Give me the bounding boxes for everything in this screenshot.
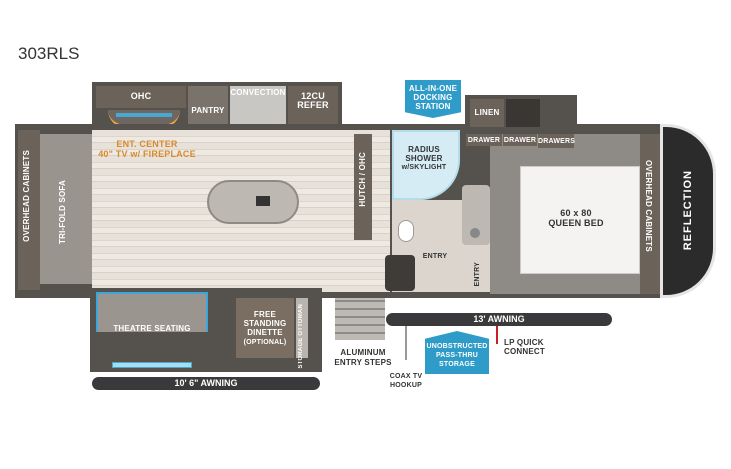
- docking-label-2: DOCKING: [413, 93, 453, 102]
- docking-label-1: ALL-IN-ONE: [408, 84, 458, 93]
- overhead-right-label: OVERHEAD CABINETS: [644, 160, 653, 252]
- drawer-2: [503, 134, 537, 146]
- shelves: [506, 99, 540, 127]
- drawers-label: DRAWERS: [538, 138, 576, 145]
- docking-label-3: STATION: [415, 102, 451, 111]
- drawer-2-label: DRAWER: [503, 137, 537, 144]
- rear-window: [112, 362, 192, 368]
- drawer-1: [466, 134, 502, 146]
- docking-station-callout: [405, 80, 461, 118]
- entry-door: [385, 255, 415, 291]
- dinette-label-4: (OPTIONAL): [243, 339, 287, 346]
- coax-line: [405, 326, 407, 360]
- pantry-label: PANTRY: [191, 106, 225, 115]
- pass-thru-storage-callout: [425, 331, 489, 374]
- storage-label-1: UNOBSTRUCTED: [426, 343, 488, 350]
- convection-range: [230, 86, 286, 128]
- dinette-table: [236, 298, 294, 358]
- bed-size-label: 60 x 80: [560, 208, 592, 218]
- shower-label-1: RADIUS: [408, 145, 440, 154]
- rear-awning: 10' 6" AWNING: [92, 377, 320, 390]
- ohc-cabinet: [96, 86, 186, 108]
- queen-bed: [520, 166, 640, 274]
- overhead-cabinets-left: [18, 130, 40, 290]
- sofa-label: TRI-FOLD SOFA: [58, 180, 67, 244]
- theatre-label: THEATRE SEATING: [113, 324, 191, 333]
- bedroom-entry-label: ENTRY: [474, 262, 481, 287]
- linen-label: LINEN: [474, 108, 500, 117]
- bath-sink: [470, 228, 480, 238]
- coax-label-2: HOOKUP: [390, 382, 422, 389]
- ottoman-label: STORAGE OTTOMAN: [298, 304, 304, 369]
- hutch: [354, 134, 372, 240]
- convection-label: CONVECTION: [230, 88, 286, 97]
- tv-light: [116, 113, 172, 117]
- theatre-seating: [96, 292, 208, 332]
- front-cap: [660, 124, 716, 298]
- ent-center-label: ENT. CENTER: [116, 139, 178, 149]
- linen-closet: [470, 99, 504, 127]
- toilet: [398, 220, 414, 242]
- floorplan-title: 303RLS: [18, 44, 80, 63]
- steps-label-1: ALUMINUM: [340, 348, 386, 357]
- bed-label: QUEEN BED: [548, 218, 604, 228]
- island-sink: [256, 196, 270, 206]
- storage-label-3: STORAGE: [439, 361, 475, 368]
- hutch-label: HUTCH / OHC: [358, 152, 367, 207]
- side-awning: 13' AWNING: [386, 313, 612, 326]
- kitchen-island: [207, 180, 299, 224]
- lp-label-2: CONNECT: [504, 347, 545, 356]
- overhead-left-label: OVERHEAD CABINETS: [22, 150, 31, 242]
- lp-line: [496, 326, 498, 344]
- storage-label-2: PASS-THRU: [435, 352, 479, 359]
- shower-label-3: w/SKYLIGHT: [401, 164, 447, 171]
- overhead-cabinets-right: [640, 134, 662, 294]
- tv-fireplace-label: 40" TV w/ FIREPLACE: [98, 149, 196, 159]
- refer-label: 12CU REFER: [297, 91, 329, 110]
- shower-label-2: SHOWER: [405, 154, 443, 163]
- drawers: [538, 134, 574, 148]
- entry-steps: [335, 298, 385, 340]
- pantry: [188, 86, 228, 128]
- drawer-1-label: DRAWER: [467, 137, 501, 144]
- steps-label-2: ENTRY STEPS: [334, 358, 392, 367]
- refrigerator: [288, 86, 338, 130]
- storage-ottoman: [296, 298, 308, 358]
- dinette-label-2: STANDING: [243, 319, 287, 328]
- bath-entry-label: ENTRY: [422, 253, 448, 260]
- dinette-label-1: FREE: [253, 310, 277, 319]
- brand-logo: REFLECTION: [682, 170, 694, 251]
- coax-label-1: COAX TV: [389, 373, 423, 380]
- ohc-label: OHC: [130, 91, 152, 101]
- dinette-label-3: DINETTE: [247, 328, 283, 337]
- lp-label-1: LP QUICK: [504, 338, 544, 347]
- tri-fold-sofa: [40, 134, 92, 284]
